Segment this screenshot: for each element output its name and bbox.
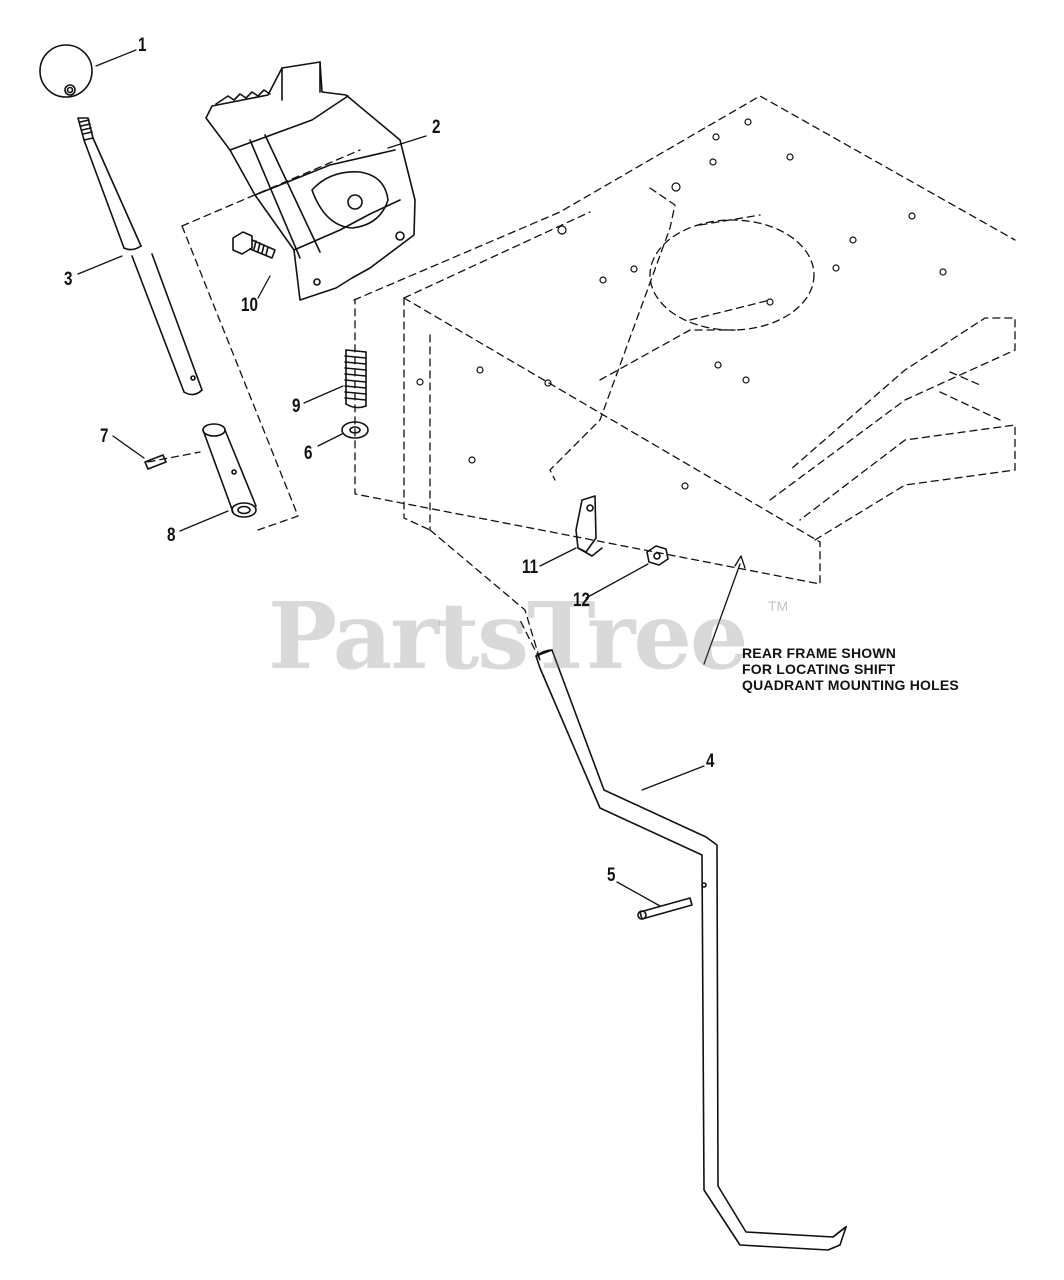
callout-11: 11 xyxy=(522,557,539,578)
callout-6: 6 xyxy=(304,443,313,464)
hex-bolt xyxy=(232,231,276,259)
watermark: PartsTree xyxy=(268,582,748,690)
callout-12: 12 xyxy=(573,590,590,611)
sleeve xyxy=(202,423,257,518)
note-line-3: QUADRANT MOUNTING HOLES xyxy=(742,677,959,693)
hex-nut xyxy=(646,545,669,566)
callout-5: 5 xyxy=(607,865,616,886)
rear-frame xyxy=(147,95,1016,661)
shift-rod xyxy=(535,649,848,1251)
note-line-2: FOR LOCATING SHIFT xyxy=(742,661,896,677)
shift-quadrant-bracket xyxy=(205,61,416,301)
callout-3: 3 xyxy=(64,269,73,290)
trademark-mark: TM xyxy=(768,598,789,614)
callout-4: 4 xyxy=(706,751,715,772)
leader-lines xyxy=(77,49,746,907)
callout-10: 10 xyxy=(241,295,258,316)
note-line-1: REAR FRAME SHOWN xyxy=(742,645,897,661)
mounting-bracket xyxy=(575,495,603,557)
shift-knob xyxy=(39,44,93,98)
callout-2: 2 xyxy=(432,117,441,138)
callout-9: 9 xyxy=(292,396,301,417)
callout-1: 1 xyxy=(138,35,147,56)
callout-7: 7 xyxy=(100,426,109,447)
frame-holes xyxy=(416,118,947,490)
rear-frame-note: REAR FRAME SHOWN FOR LOCATING SHIFT QUAD… xyxy=(742,645,959,693)
shift-lever-rod xyxy=(77,117,203,396)
roll-pin xyxy=(144,454,167,470)
callout-8: 8 xyxy=(167,525,176,546)
clevis-pin xyxy=(637,897,693,920)
